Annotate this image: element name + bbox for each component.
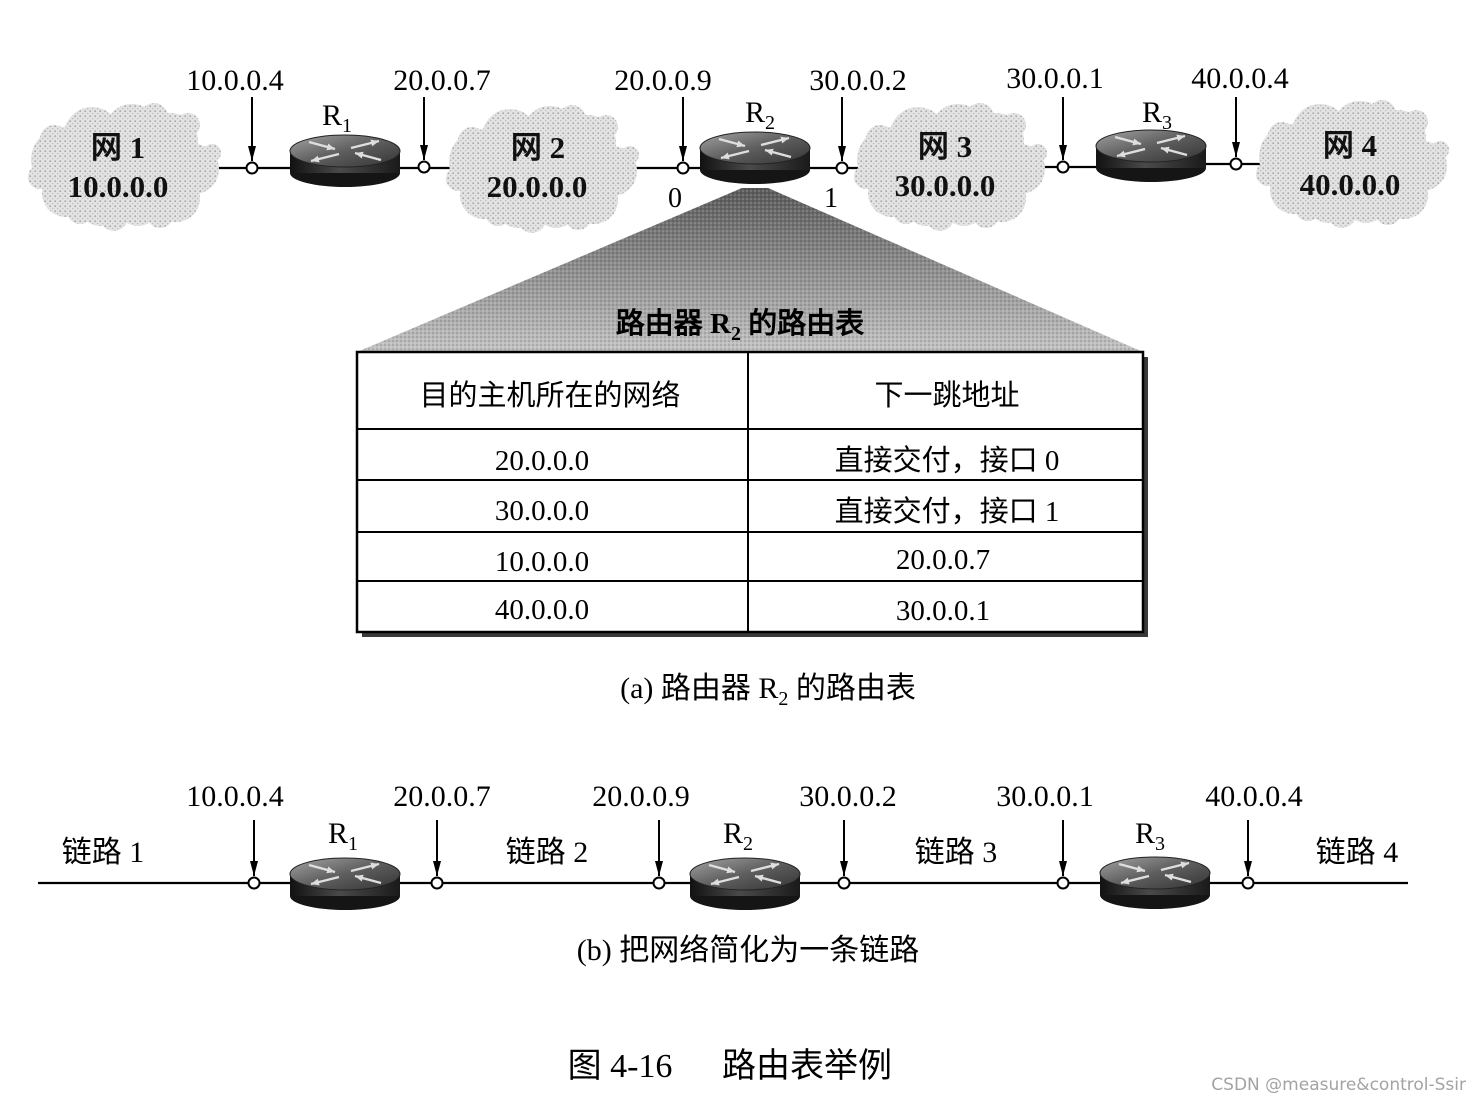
cloud-shape: [854, 103, 1047, 231]
interface-address-r2-net2: 20.0.0.9: [614, 64, 712, 97]
diagram-b-links: R1 R2 R3 10.0.0.4 20.0.0.7 20.0.0.9 30.0…: [38, 780, 1408, 910]
router-label-r1: R1: [328, 817, 358, 855]
cloud-network-3: 网 3 30.0.0.0: [854, 103, 1047, 231]
figure-caption: 图 4-16 路由表举例: [568, 1047, 892, 1085]
router-label-r2: R2: [723, 817, 753, 855]
network-name: 网 3: [918, 129, 972, 164]
routing-table-title: 路由器 R2 的路由表: [616, 306, 864, 345]
cloud-shape: [28, 103, 221, 231]
table-row: 20.0.0.0 直接交付，接口 0: [495, 444, 1060, 477]
routing-table-callout: [357, 188, 1143, 352]
figure-number: 图 4-16: [568, 1048, 673, 1085]
table-frame: [355, 350, 1145, 634]
interface-dot: [1241, 876, 1255, 890]
table-cell-destination: 40.0.0.0: [495, 594, 589, 626]
router-label-r2: R2: [745, 96, 775, 134]
diagram-a-topology: 网 1 10.0.0.0 网 2 20.0.0.0 网 3 30.0.0.0 网…: [28, 62, 1449, 352]
table-cell-next-hop: 直接交付，接口 1: [835, 495, 1060, 528]
interface-dot: [417, 160, 431, 174]
figure-title: 路由表举例: [722, 1047, 892, 1085]
table-cell-destination: 10.0.0.0: [495, 546, 589, 578]
table-cell-next-hop: 直接交付，接口 0: [835, 444, 1060, 477]
table-cell-destination: 20.0.0.0: [495, 445, 589, 477]
interface-dot: [676, 161, 690, 175]
router-label-r3: R3: [1142, 96, 1172, 134]
router-icon-r2: [700, 132, 810, 184]
table-row: 30.0.0.0 直接交付，接口 1: [495, 495, 1060, 528]
link-label-3: 链路 3: [915, 836, 998, 869]
network-name: 网 2: [511, 130, 565, 165]
network-address: 40.0.0.0: [1300, 167, 1401, 202]
table-header-next-hop: 下一跳地址: [874, 379, 1019, 412]
link-label-2: 链路 2: [506, 836, 589, 869]
interface-address-r1-link1: 10.0.0.4: [186, 780, 284, 813]
network-name: 网 4: [1323, 128, 1377, 163]
interface-dot: [1056, 876, 1070, 890]
interface-address-r2-net3: 30.0.0.2: [809, 64, 907, 97]
router-label-r3: R3: [1135, 817, 1165, 855]
interface-dot: [1229, 157, 1243, 171]
link-label-4: 链路 4: [1316, 836, 1399, 869]
interface-dot: [1056, 160, 1070, 174]
interface-address-r2-link2: 20.0.0.9: [592, 780, 690, 813]
callout-texture: [357, 188, 1143, 352]
interface-address-r1-link2: 20.0.0.7: [393, 780, 491, 813]
network-address: 10.0.0.0: [68, 169, 169, 204]
interface-dot: [652, 876, 666, 890]
router-icon-r3: [1096, 130, 1206, 182]
router-icon-r1: [290, 135, 400, 187]
cloud-network-4: 网 4 40.0.0.0: [1256, 100, 1449, 228]
r2-port-1-label: 1: [824, 183, 838, 214]
table-cell-destination: 30.0.0.0: [495, 495, 589, 527]
table-cell-next-hop: 30.0.0.1: [896, 595, 990, 627]
table-row: 40.0.0.0 30.0.0.1: [495, 594, 990, 627]
interface-dot: [837, 876, 851, 890]
table-header-destination: 目的主机所在的网络: [419, 379, 680, 412]
network-name: 网 1: [91, 130, 145, 165]
routing-table: 路由器 R2 的路由表 目的主机所在的网络 下一跳地址 20.0.0.0 直接交…: [355, 306, 1148, 637]
interface-dot: [247, 876, 261, 890]
r2-port-0-label: 0: [668, 183, 682, 214]
interface-address-r2-link3: 30.0.0.2: [799, 780, 897, 813]
cloud-network-2: 网 2 20.0.0.0: [446, 105, 639, 233]
router-label-r1: R1: [322, 99, 352, 137]
watermark: CSDN @measure&control-Ssir: [1211, 1075, 1466, 1095]
interface-dot: [835, 161, 849, 175]
cloud-network-1: 网 1 10.0.0.0: [28, 103, 221, 231]
interface-address-r3-net3: 30.0.0.1: [1006, 62, 1104, 95]
network-address: 20.0.0.0: [487, 169, 588, 204]
interface-dot: [245, 161, 259, 175]
table-row: 10.0.0.0 20.0.0.7: [495, 544, 990, 578]
interface-address-r1-net1: 10.0.0.4: [186, 64, 284, 97]
router-icon-r1: [290, 858, 400, 910]
table-cell-next-hop: 20.0.0.7: [896, 544, 990, 576]
interface-dot: [430, 876, 444, 890]
router-icon-r3: [1100, 857, 1210, 909]
caption-b: (b) 把网络简化为一条链路: [577, 934, 919, 967]
interface-address-r3-net4: 40.0.0.4: [1191, 62, 1289, 95]
interface-address-r3-link4: 40.0.0.4: [1205, 780, 1303, 813]
interface-address-r3-link3: 30.0.0.1: [996, 780, 1094, 813]
link-label-1: 链路 1: [62, 836, 145, 869]
cloud-shape: [1256, 100, 1449, 228]
network-address: 30.0.0.0: [895, 168, 996, 203]
router-icon-r2: [690, 858, 800, 910]
interface-address-r1-net2: 20.0.0.7: [393, 64, 491, 97]
caption-a: (a) 路由器 R2 的路由表: [620, 672, 916, 710]
